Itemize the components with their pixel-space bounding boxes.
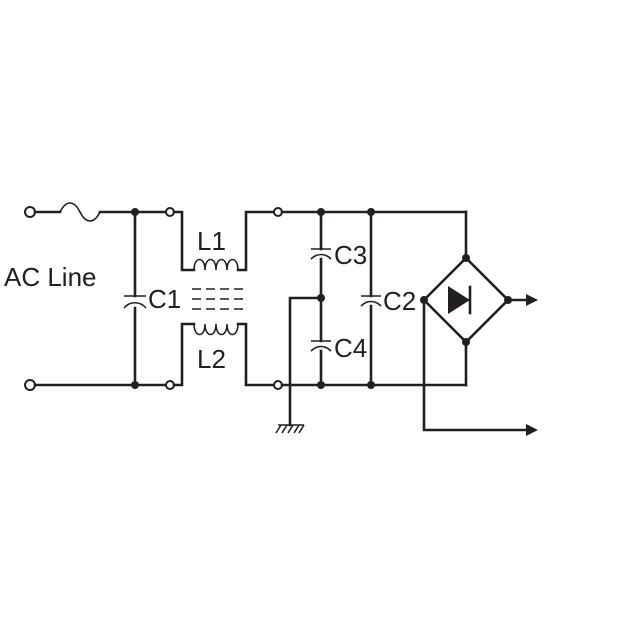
label-l1: L1 [197, 226, 226, 256]
bridge-node-bottom [462, 338, 470, 346]
wire-to-ground [288, 296, 323, 427]
label-l2: L2 [197, 344, 226, 374]
wire-l1-right [236, 210, 276, 272]
junction-c3-top [317, 208, 325, 216]
capacitor-c4-plate-bottom [310, 345, 332, 352]
junction-c2-top [367, 208, 375, 216]
junction-c3-c4 [317, 294, 325, 302]
label-c4: C4 [334, 333, 367, 363]
label-c2: C2 [383, 286, 416, 316]
label-c1: C1 [148, 284, 181, 314]
diode-icon [448, 286, 470, 314]
inductor-l1-coil [193, 258, 239, 271]
input-terminal-top [24, 206, 36, 218]
input-terminal-bottom [24, 379, 36, 391]
inductor-l2-coil [193, 323, 239, 336]
bridge-node-top [462, 254, 470, 262]
capacitor-c2-plate-bottom [360, 300, 382, 307]
ground-icon [275, 424, 305, 434]
capacitor-c3-plate-bottom [310, 253, 332, 260]
wire-l2-right [236, 322, 276, 387]
wire-output-negative [422, 298, 528, 432]
junction-c4-bottom [317, 381, 325, 389]
wire-l1-left [172, 210, 196, 272]
output-arrow-positive-icon [526, 294, 538, 306]
label-c3: C3 [334, 240, 367, 270]
capacitor-c1-plate-bottom [123, 301, 147, 309]
junction-c1-top [131, 208, 139, 216]
fuse-symbol [59, 202, 101, 222]
junction-c2-bottom [367, 381, 375, 389]
junction-c1-bottom [131, 381, 139, 389]
label-ac-line: AC Line [4, 262, 97, 292]
wire-l2-left [172, 322, 196, 387]
output-arrow-negative-icon [526, 424, 538, 436]
